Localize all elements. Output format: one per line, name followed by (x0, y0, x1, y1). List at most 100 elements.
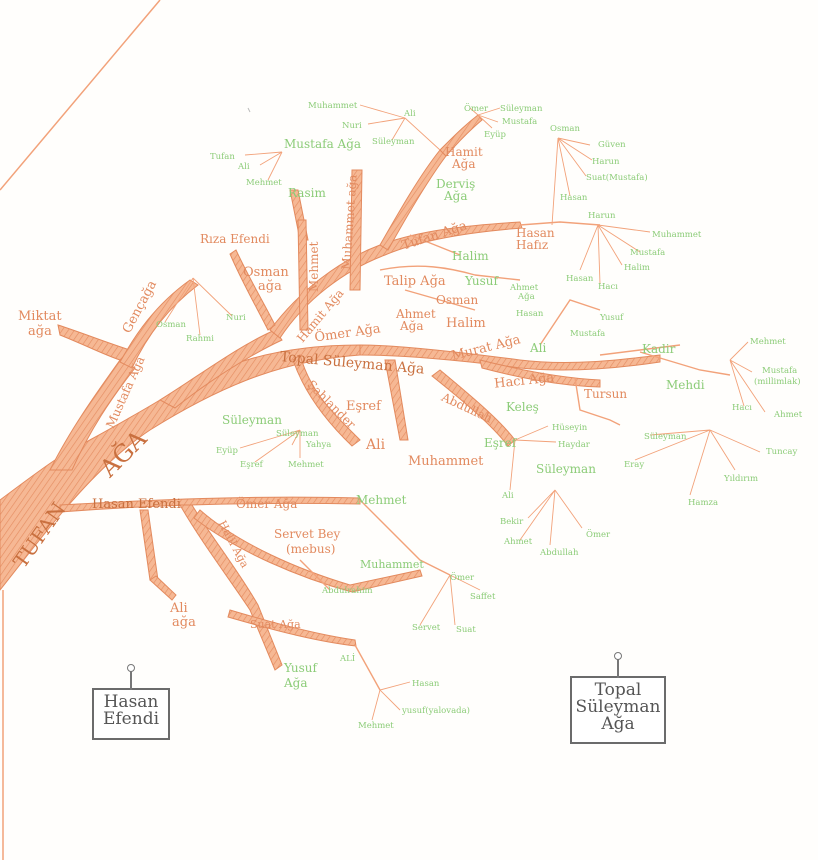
small-name: ALİ (339, 652, 355, 664)
sign-line: Topal (594, 680, 642, 700)
sign-line: Efendi (102, 709, 160, 729)
thin-branches (299, 221, 731, 691)
name-osman-small: Osman (436, 293, 479, 307)
name-halim2: Halim (446, 316, 486, 331)
small-name: Hacı (598, 282, 618, 292)
small-name: Ali (237, 162, 250, 172)
name-servet-bey: Servet Bey (274, 527, 340, 541)
name-haci: Hacı Ağa (494, 370, 556, 391)
small-name: Osman (156, 320, 186, 330)
small-name: (millimlak) (754, 376, 801, 387)
small-name: Süleyman (372, 137, 415, 147)
name-esref1: Eşref (346, 399, 382, 414)
name-omer-aga-low: Ömer Ağa (236, 495, 297, 511)
small-name: Süleyman (500, 104, 543, 114)
small-name: Eyüp (484, 130, 506, 140)
name-ahmet-aga: Ahmet (395, 307, 436, 321)
small-name: Güven (598, 140, 626, 150)
name-esref2: Eşref (484, 436, 518, 450)
name-ahmet-aga-2: Ağa (399, 319, 424, 333)
sign-hook (127, 664, 135, 690)
small-name: Muhammet (308, 101, 358, 111)
sign-hasan-efendi: Hasan Efendi (92, 664, 170, 740)
small-name: Nuri (342, 121, 362, 131)
small-name: Ağa (517, 291, 535, 302)
small-name: Mehmet (358, 721, 394, 731)
name-omer-aga: Ömer Ağa (313, 319, 381, 345)
name-mustafa-aga: Mustafa Ağa (284, 137, 361, 151)
small-name: Hamza (688, 498, 718, 508)
small-name: Mustafa (502, 117, 537, 127)
small-name: Ali (403, 109, 416, 119)
name-muhammet-aga-v: Muhammet ağa (339, 174, 360, 270)
small-name: Hacı (732, 403, 752, 413)
decor-ticks (247, 107, 251, 113)
name-ali-r: Ali (529, 341, 547, 355)
small-name: Ahmet (509, 283, 539, 293)
frame-diagonal (0, 0, 161, 191)
small-name: Bekir (500, 517, 524, 527)
sign-hook (614, 652, 622, 678)
name-dervis: Derviş (436, 177, 475, 191)
name-yusuf-aga-2: Ağa (283, 676, 308, 690)
small-name: Hasan (560, 193, 588, 203)
small-name: Süleyman (276, 429, 319, 439)
name-mehmet-v: Mehmet (307, 241, 321, 292)
small-name: Abdullah (539, 548, 579, 558)
name-hamit-aga-top-2: Ağa (451, 157, 476, 171)
name-muhammet-mid: Muhammet (408, 454, 484, 469)
name-halim1: Halim (452, 249, 489, 263)
small-name: Nuri (226, 313, 246, 323)
trunk (0, 114, 661, 671)
small-name: Osman (550, 124, 580, 134)
small-name: Hasan (412, 679, 440, 689)
small-name: Tuncay (766, 447, 797, 457)
small-name: yusuf(yalovada) (401, 705, 470, 716)
small-name: Abdulrahim (321, 586, 373, 596)
small-name: Mustafa (630, 248, 665, 258)
small-name: Muhammet (652, 230, 702, 240)
small-name: Halim (624, 263, 650, 273)
small-name: Süleyman (644, 432, 687, 442)
name-miktat: Miktat (18, 309, 62, 324)
small-name: Hüseyin (552, 423, 588, 433)
small-name: Yıldırım (723, 474, 758, 484)
name-rasim: Rasim (288, 186, 326, 200)
small-name: Suat(Mustafa) (586, 172, 648, 183)
name-mehmet-low: Mehmet (356, 493, 407, 507)
small-name: Saffet (470, 592, 496, 602)
small-name: Eşref (240, 460, 264, 470)
leaf-connectors (164, 104, 766, 721)
name-servet-bey-2: (mebus) (286, 542, 335, 556)
name-osman-aga-2: ağa (258, 279, 282, 294)
small-names: Muhammet Ali Nuri Süleyman Ömer Süleyman… (156, 101, 803, 731)
small-name: Mehmet (288, 460, 324, 470)
sign-line: Süleyman (575, 697, 661, 717)
name-dervis-2: Ağa (443, 189, 468, 203)
name-hamit-aga-top: Hamit (445, 145, 483, 159)
small-name: Harun (588, 211, 616, 221)
name-keles: Keleş (506, 400, 539, 414)
name-suat-aga: Suat Ağa (250, 618, 301, 631)
name-hasan-hafiz: Hasan (516, 226, 555, 240)
name-hasan-hafiz-2: Hafız (516, 238, 548, 252)
name-suleyman-l: Süleyman (222, 413, 282, 427)
small-name: Ömer (450, 571, 475, 583)
small-name: Mehmet (246, 178, 282, 188)
small-name: Tufan (210, 152, 235, 162)
small-name: Ali (501, 491, 514, 501)
name-riza: Rıza Efendi (200, 232, 270, 246)
name-talip: Talip Ağa (384, 274, 446, 289)
sign-line: Hasan (103, 692, 159, 712)
sign-line: Ağa (601, 714, 635, 734)
name-muhammet-low: Muhammet (360, 558, 424, 571)
name-yusuf-aga: Yusuf (283, 661, 318, 675)
name-ali-aga: Ali (169, 601, 188, 616)
name-ali-aga-2: ağa (172, 615, 196, 630)
name-hasan-efendi: Hasan Efendi (92, 497, 181, 512)
small-name: Mustafa (570, 329, 605, 339)
small-name: Yusuf (599, 313, 624, 323)
name-suleyman-r: Süleyman (536, 462, 596, 476)
small-name: Eyüp (216, 446, 238, 456)
small-name: Ahmet (773, 410, 803, 420)
